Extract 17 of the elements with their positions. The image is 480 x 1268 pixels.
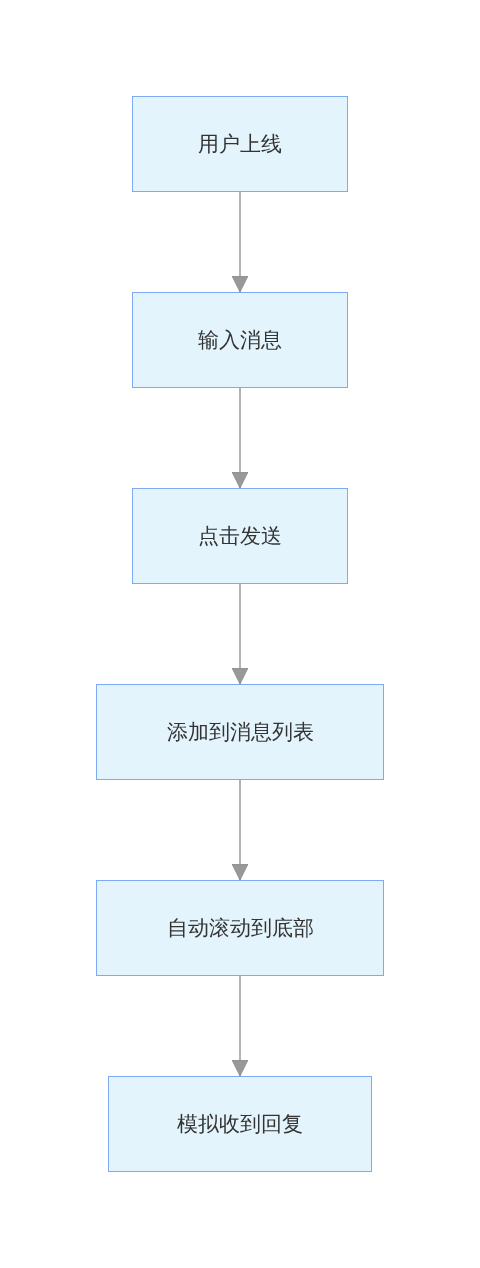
box-label: 输入消息 (198, 327, 282, 354)
process-box (96, 684, 384, 780)
arrow (231, 779, 249, 881)
box-label: 自动滚动到底部 (166, 915, 314, 942)
box-label: 用户上线 (198, 131, 282, 158)
process-box (96, 880, 384, 976)
arrow (231, 191, 249, 293)
box-label: 点击发送 (198, 523, 282, 550)
box-label: 添加到消息列表 (166, 719, 314, 746)
box-label: 模拟收到回复 (177, 1111, 303, 1138)
process-box (108, 1076, 372, 1172)
process-box (132, 292, 348, 388)
arrow (231, 975, 249, 1077)
process-box (132, 96, 348, 192)
process-box (132, 488, 348, 584)
arrow (231, 387, 249, 489)
arrow (231, 583, 249, 685)
